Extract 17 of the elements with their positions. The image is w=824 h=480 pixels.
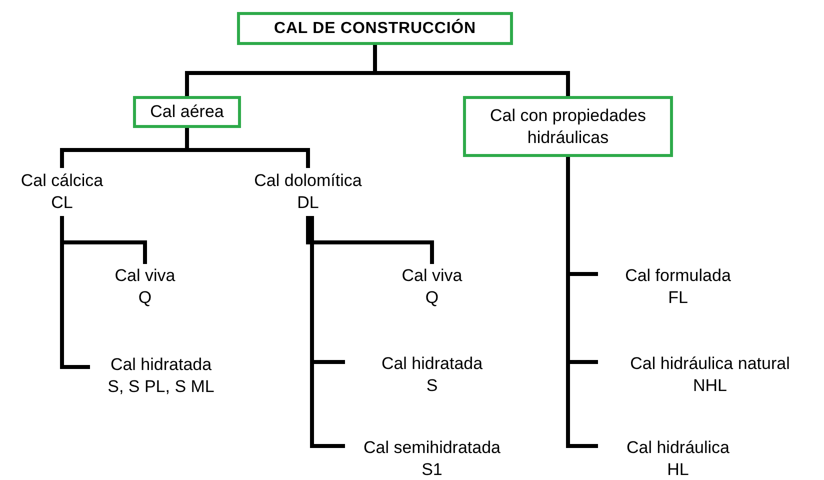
category-label: Cal hidratada S [345,352,519,398]
category-label: Cal semihidratada S1 [345,436,519,480]
category-label: Cal hidratada S, S PL, S ML [90,352,232,400]
category-label: Cal dolomítica DL [238,168,378,216]
category-label: Cal hidráulica HL [598,436,758,480]
connector-line [373,45,570,96]
category-label: Cal viva Q [345,264,519,310]
category-label: Cal formulada FL [598,264,758,310]
category-label: Cal cálcica CL [10,168,114,216]
category-box: Cal aérea [133,96,241,128]
connector-line [60,216,90,369]
category-box: CAL DE CONSTRUCCIÓN [237,12,513,45]
category-label: Cal viva Q [90,264,200,310]
category-label: Cal hidráulica natural NHL [598,352,822,398]
connector-line [306,216,434,264]
connector-line [566,157,598,448]
category-box: Cal con propiedades hidráulicas [463,96,673,157]
